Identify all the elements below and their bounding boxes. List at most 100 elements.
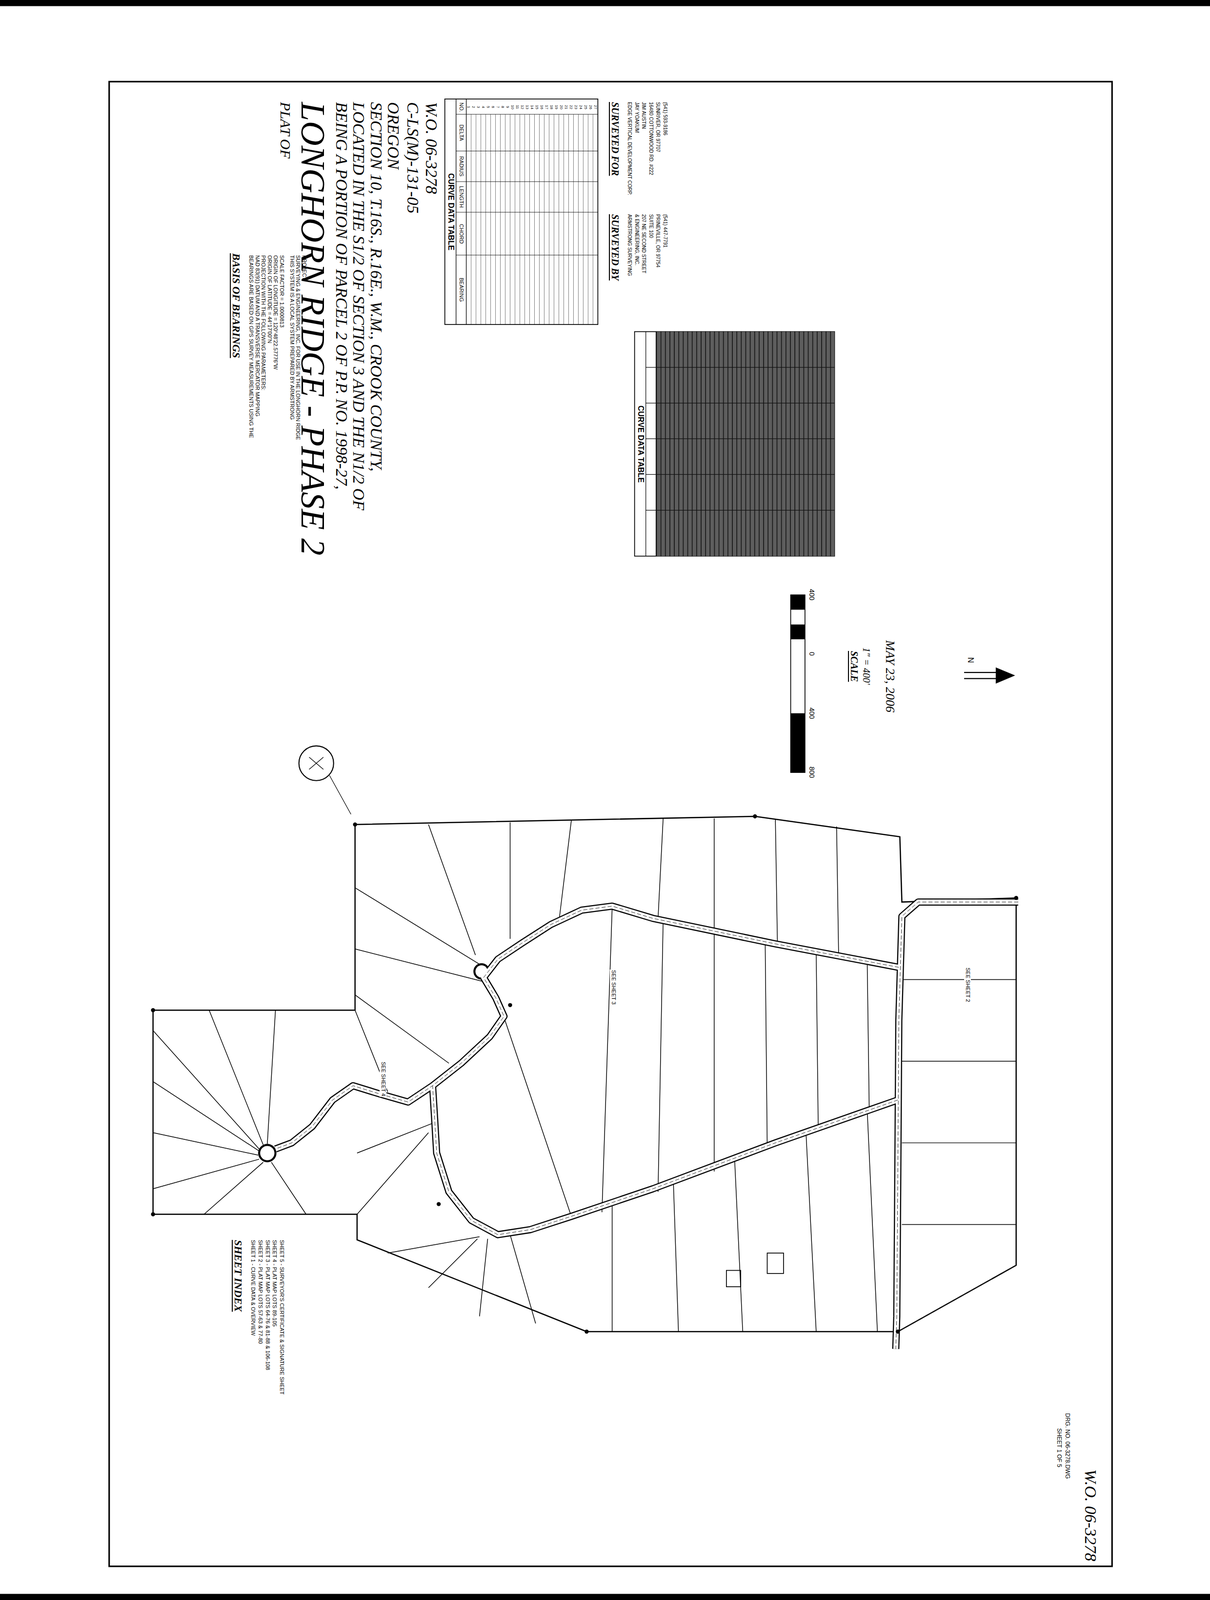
address-line: SUITE 100 (647, 214, 654, 239)
index-entry: SHEET 4 - PLAT MAP LOTS 89-105 (271, 1239, 278, 1327)
curve-number: 7 (495, 105, 500, 108)
building-footprint (726, 1270, 741, 1287)
note-line: SURVEYING & ENGINEERING, INC. FOR USE IN… (294, 255, 301, 441)
north-label: N (966, 657, 975, 664)
note-line: PROJECT. (301, 255, 307, 282)
curve-number: 13 (524, 104, 529, 110)
curve-number: 26 (588, 104, 593, 110)
table-rule (645, 331, 835, 557)
table-rule (456, 99, 467, 325)
curve-number: 20 (559, 104, 564, 110)
scale-heading: SCALE (848, 650, 860, 682)
curve-number: 17 (544, 104, 549, 110)
note-line: ORIGIN OF LONGITUDE = 120°48'22.57776"W (272, 255, 279, 370)
monument (507, 1003, 512, 1008)
monument (752, 814, 757, 819)
block-heading: SURVEYED BY (609, 214, 621, 281)
work-order: W.O. 06-3278 (422, 101, 441, 195)
table-border (444, 99, 599, 325)
scale-number: 400 (807, 588, 816, 601)
address-line: EDGE VERTICAL DEVELOPMENT CORP. (626, 101, 632, 196)
road-edge (275, 906, 900, 1150)
curve-number: 8 (500, 105, 505, 108)
note-line: ORIGIN OF LATITUDE = 44°17'00"N (266, 255, 273, 343)
index-heading: SHEET INDEX (232, 1239, 244, 1312)
curve-number: 27 (593, 104, 598, 110)
block-heading: SURVEYED FOR (609, 101, 621, 176)
sheet-reference: SEE SHEET 4 (379, 1061, 387, 1097)
curve-number: 5 (485, 105, 490, 108)
sheet-frame (109, 81, 1113, 1567)
address-line: 207 NE SECOND STREET (640, 214, 646, 274)
road-centerline (432, 1085, 899, 1235)
column-header: LENGTH (458, 185, 464, 208)
table-title: CURVE DATA TABLE (446, 173, 455, 251)
curve-number: 23 (573, 104, 578, 110)
monument (584, 1329, 589, 1334)
address-line: & ENGINEERING, INC. (633, 214, 640, 266)
north-arrow-shaft (964, 672, 998, 679)
cul-de-sac (258, 1143, 277, 1163)
address-line: ARMSTRONG SURVEYING (626, 214, 632, 277)
address-line: (541) 447-7791 (662, 214, 668, 248)
scale-segment (790, 713, 806, 773)
scan-bar (0, 1593, 1210, 1600)
cul-de-sac-surface (260, 1145, 275, 1160)
address-line: SUNRIVER, OR 97707 (654, 101, 661, 153)
monument (895, 1329, 900, 1334)
curve-number: 15 (534, 104, 539, 110)
file-number: C-LS(M)-131-05 (403, 101, 422, 214)
scan-bar (0, 0, 1210, 7)
monument (150, 1211, 155, 1216)
curve-number: 6 (490, 105, 495, 108)
address-line: JAY YOAKUM (633, 101, 640, 133)
column-header: NO. (458, 102, 464, 113)
column-header: DELTA (458, 124, 464, 142)
column-header: BEARING (458, 277, 464, 303)
table-column-rule (456, 114, 599, 256)
table-border (634, 331, 835, 557)
scale-number: 0 (807, 651, 816, 656)
curve-number: 21 (564, 104, 568, 110)
address-line: PRINEVILLE, OR 97754 (654, 214, 661, 268)
column-header: RADIUS (458, 156, 464, 177)
curve-number: 12 (520, 104, 525, 110)
curve-number: 14 (529, 104, 534, 110)
sheet-number: SHEET 1 OF 5 (1055, 1428, 1063, 1468)
scale-ratio: 1" = 400' (861, 647, 872, 685)
cul-de-sac-surface (475, 965, 488, 978)
monument (1014, 895, 1019, 900)
monument (150, 1008, 155, 1012)
note-line: BEARINGS ARE BASED ON GPS SURVEY MEASURE… (247, 255, 254, 439)
scale-number: 800 (807, 766, 816, 778)
road-centerline (895, 902, 1019, 1350)
plat-heading: PLAT OF (277, 101, 294, 159)
index-entry: SHEET 1 - CURVE DATA & OVERVIEW (249, 1239, 256, 1336)
subtitle-line: OREGON (384, 101, 403, 170)
address-line: JIM AUSTIN (640, 101, 646, 129)
road-surface (895, 902, 1019, 1350)
sheet-reference: SEE SHEET 3 (609, 969, 617, 1006)
note-line: PROJECTION WITH THE FOLLOWING PARAMETERS… (260, 255, 266, 391)
index-entry: SHEET 5 - SURVEYOR'S CERTIFICATE & SIGNA… (278, 1239, 285, 1395)
road-group (258, 902, 1019, 1350)
note-line: NAD 83(91) DATUM AND A TRANSVERSE MERCAT… (254, 255, 261, 417)
detail-leader (309, 757, 352, 815)
road-surface (275, 906, 900, 1150)
subtitle-line: SECTION 10, T.16S., R.16E., W.M., CROOK … (367, 101, 385, 472)
scale-segment (790, 594, 806, 610)
curve-number: 22 (568, 104, 573, 110)
road-centerline (275, 906, 900, 1150)
sheet-reference: SEE SHEET 2 (964, 967, 971, 1003)
cul-de-sac (473, 963, 490, 980)
column-header: CHORD (458, 223, 464, 244)
drawing-number: DRG. NO. 06-3278.DWG (1064, 1412, 1071, 1479)
curve-number: 11 (515, 104, 520, 109)
work-order: W.O. 06-3278 (1081, 1469, 1100, 1562)
curve-number: 25 (583, 104, 588, 110)
subtitle-line: BEING A PORTION OF PARCEL 2 OF P.P. NO. … (332, 101, 351, 490)
curve-number: 9 (505, 105, 510, 108)
plat-date: MAY 23, 2006 (883, 640, 897, 713)
